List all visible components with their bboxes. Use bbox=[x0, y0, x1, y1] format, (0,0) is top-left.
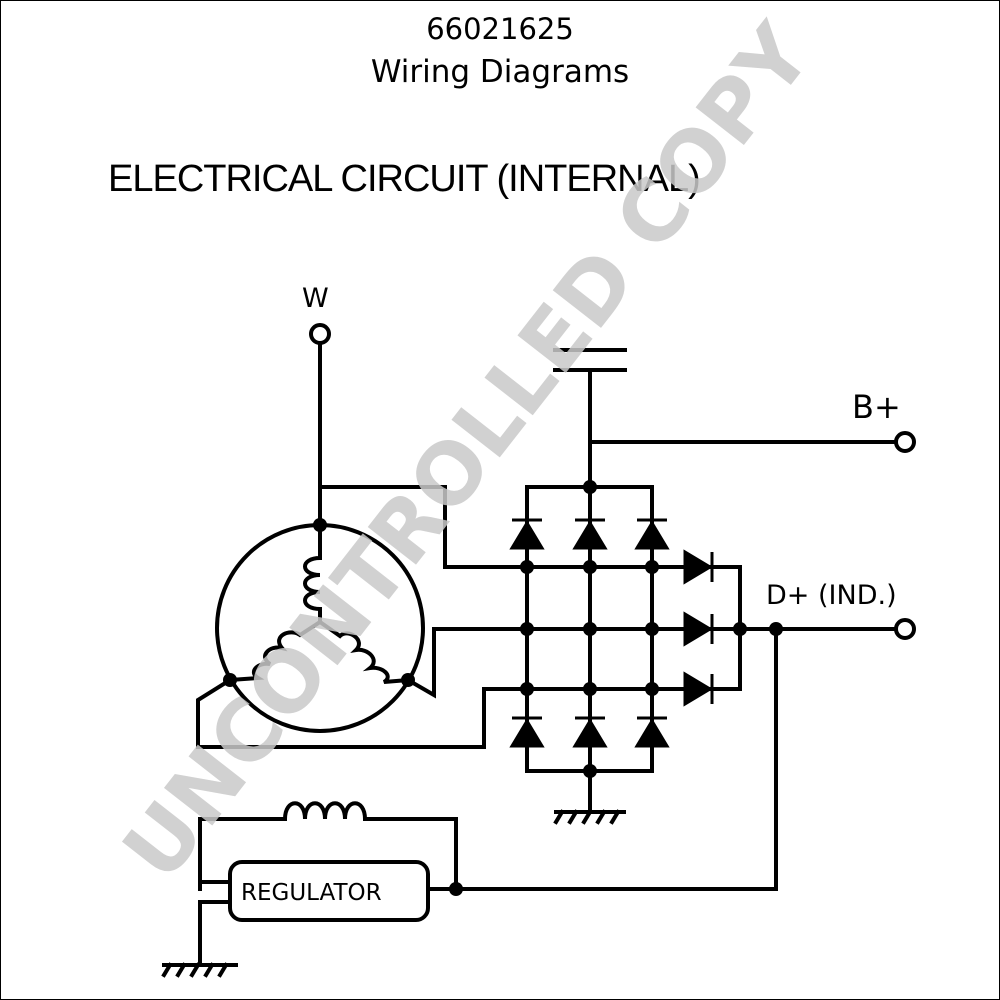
junction-dot bbox=[733, 622, 747, 636]
d-plus-to-regulator-wire bbox=[454, 627, 778, 891]
stator-winding-right bbox=[317, 619, 411, 684]
field-coil bbox=[282, 801, 368, 822]
ground-symbol-bridge bbox=[553, 809, 626, 825]
junction-dot bbox=[583, 682, 597, 696]
w-to-bridge-wire bbox=[318, 485, 529, 569]
junction-dot bbox=[583, 764, 597, 778]
w-terminal bbox=[309, 323, 331, 345]
junction-dot bbox=[769, 622, 783, 636]
junction-dot bbox=[583, 480, 597, 494]
document-id: 66021625 bbox=[426, 12, 574, 46]
junction-dot bbox=[583, 622, 597, 636]
diode-positive-2 bbox=[572, 518, 608, 550]
phase-v-wire bbox=[405, 627, 529, 699]
junction-dot bbox=[520, 682, 534, 696]
junction-dot bbox=[583, 560, 597, 574]
stator-winding-left bbox=[227, 619, 323, 683]
diode-positive-3 bbox=[634, 518, 670, 550]
diode-negative-3 bbox=[634, 716, 670, 748]
b-plus-label: B+ bbox=[852, 388, 901, 426]
junction-dot bbox=[313, 518, 327, 532]
junction-dot bbox=[520, 622, 534, 636]
junction-dot bbox=[645, 622, 659, 636]
junction-dot bbox=[223, 673, 237, 687]
regulator-label: REGULATOR bbox=[241, 880, 382, 906]
b-plus-terminal bbox=[894, 431, 916, 453]
field-coil-loop bbox=[198, 817, 287, 891]
exciter-diode-1 bbox=[683, 549, 714, 585]
ground-symbol-regulator bbox=[161, 962, 238, 978]
junction-dot bbox=[401, 673, 415, 687]
junction-dot bbox=[449, 882, 463, 896]
junction-dot bbox=[645, 560, 659, 574]
watermark: UNCONTROLLED COPY bbox=[104, 6, 831, 898]
section-title: ELECTRICAL CIRCUIT (INTERNAL) bbox=[108, 158, 701, 200]
page-title: Wiring Diagrams bbox=[370, 54, 630, 90]
junction-dot bbox=[520, 560, 534, 574]
junction-dot bbox=[645, 682, 659, 696]
exciter-diode-3 bbox=[683, 671, 714, 707]
field-coil-right-wire bbox=[363, 817, 458, 891]
d-plus-terminal bbox=[894, 618, 916, 640]
diode-negative-2 bbox=[572, 716, 608, 748]
d-plus-label: D+ (IND.) bbox=[766, 580, 897, 611]
phase-u-wire bbox=[196, 677, 529, 749]
regulator-to-ground-wire bbox=[198, 900, 232, 967]
stator-winding-top bbox=[303, 523, 322, 624]
diode-positive-1 bbox=[509, 518, 545, 550]
exciter-diode-2 bbox=[683, 611, 714, 647]
diode-negative-1 bbox=[509, 716, 545, 748]
w-terminal-label: W bbox=[302, 283, 329, 314]
